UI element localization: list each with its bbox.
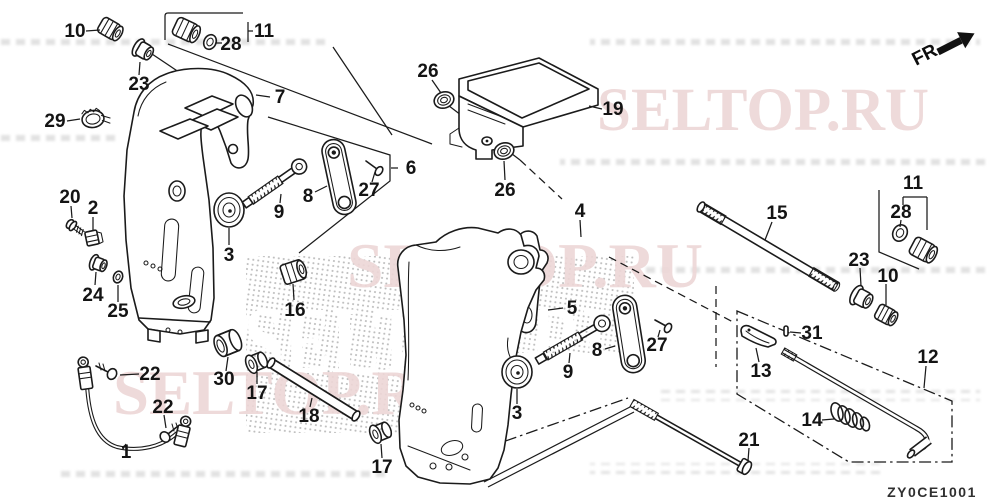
part-label-5: 5	[567, 298, 578, 319]
rubber-mount-3-upper	[213, 192, 245, 228]
background-noise	[0, 36, 990, 478]
bolt-20	[65, 218, 85, 237]
tube-18-drawing	[266, 357, 361, 422]
part-label-16: 16	[284, 300, 305, 321]
part-label-18: 18	[298, 406, 319, 427]
bushing-16	[279, 259, 308, 285]
part-label-26b: 26	[494, 180, 515, 201]
part-label-8: 8	[303, 186, 314, 207]
screw-22-lower	[159, 422, 179, 443]
part-label-12: 12	[917, 347, 938, 368]
grommet-26-lower	[493, 141, 515, 161]
part-label-3b: 3	[512, 403, 523, 424]
watermark-top-right: SELTOP.RU	[597, 77, 929, 144]
part-label-23b: 23	[848, 250, 869, 271]
nut-23-right	[849, 284, 874, 309]
part-label-17b: 17	[371, 457, 392, 478]
bolt-21	[629, 398, 753, 476]
adjust-rod-9-upper	[241, 158, 308, 209]
bushing-17-right	[368, 421, 393, 445]
part-label-9: 9	[274, 202, 285, 223]
part-label-20: 20	[59, 187, 80, 208]
ground-cable-1	[77, 356, 192, 451]
part-label-1: 1	[121, 442, 132, 463]
clip-13	[740, 324, 777, 348]
part-label-25: 25	[107, 301, 129, 322]
bushing-17-left	[244, 351, 269, 375]
part-label-22b: 22	[152, 397, 173, 418]
part-label-22a: 22	[139, 364, 160, 385]
bracket-19-drawing	[449, 57, 599, 160]
part-label-27: 27	[358, 180, 379, 201]
part-label-15: 15	[766, 203, 788, 224]
washer-28-top	[202, 33, 218, 51]
cap-nut-11-right	[908, 236, 939, 264]
part-label-21: 21	[738, 430, 760, 451]
part-label-8b: 8	[592, 340, 603, 361]
fr-arrow-icon	[936, 32, 975, 56]
washer-25	[112, 270, 124, 284]
part-label-10: 10	[64, 21, 85, 42]
part-label-10b: 10	[877, 266, 898, 287]
tilt-rod-15	[696, 201, 841, 292]
grommet-26-upper	[433, 90, 455, 110]
part-label-28b: 28	[890, 202, 911, 223]
nut-23-top	[131, 38, 155, 61]
nut-24	[88, 253, 108, 273]
part-label-26: 26	[417, 61, 438, 82]
bolt-27-lower	[654, 319, 673, 334]
bolt-27-upper	[365, 160, 384, 177]
part-label-9b: 9	[563, 362, 574, 383]
clamp-29	[81, 107, 111, 129]
part-label-4: 4	[575, 201, 586, 222]
part-label-14: 14	[801, 410, 823, 431]
part-label-28: 28	[220, 34, 241, 55]
spring-14	[830, 402, 871, 432]
part-label-17a: 17	[246, 383, 267, 404]
part-label-11: 11	[254, 21, 275, 42]
part-label-11b: 11	[903, 173, 924, 194]
adjust-rod-9-lower	[534, 314, 611, 365]
cap-nut-11-top	[171, 16, 202, 44]
part-label-23: 23	[128, 74, 149, 95]
part-label-27b: 27	[646, 335, 667, 356]
link-8-upper	[321, 138, 357, 216]
part-label-24: 24	[82, 285, 104, 306]
pin-31	[783, 325, 789, 337]
part-label-2: 2	[88, 198, 99, 219]
part-label-19: 19	[602, 99, 623, 120]
part-label-30: 30	[213, 369, 234, 390]
screw-22-upper	[95, 362, 118, 381]
link-8-lower	[611, 294, 647, 374]
cap-nut-10-right	[873, 303, 899, 327]
bushing-30	[213, 328, 243, 358]
part-label-31: 31	[801, 323, 823, 344]
tilt-lever-rod-12	[780, 347, 932, 459]
part-label-13: 13	[750, 361, 771, 382]
cap-nut-10-top	[96, 16, 124, 42]
swivel-bracket-7-drawing	[123, 67, 255, 344]
part-label-7: 7	[275, 87, 286, 108]
part-label-3: 3	[224, 245, 235, 266]
stern-bracket-4-drawing	[396, 226, 546, 485]
rubber-mount-3-lower	[501, 355, 533, 389]
part-label-29: 29	[44, 111, 65, 132]
part-label-6: 6	[406, 158, 417, 179]
part-number-labels: 10 23 28 11 29 7 26 19 26 6 27 8 9 3 20 …	[44, 21, 938, 478]
clip-nut-2	[84, 229, 104, 247]
diagram-code: ZY0CE1001	[887, 484, 977, 499]
leader-lines	[66, 29, 927, 462]
washer-28-right	[891, 224, 909, 242]
construction-lines	[151, 12, 953, 488]
